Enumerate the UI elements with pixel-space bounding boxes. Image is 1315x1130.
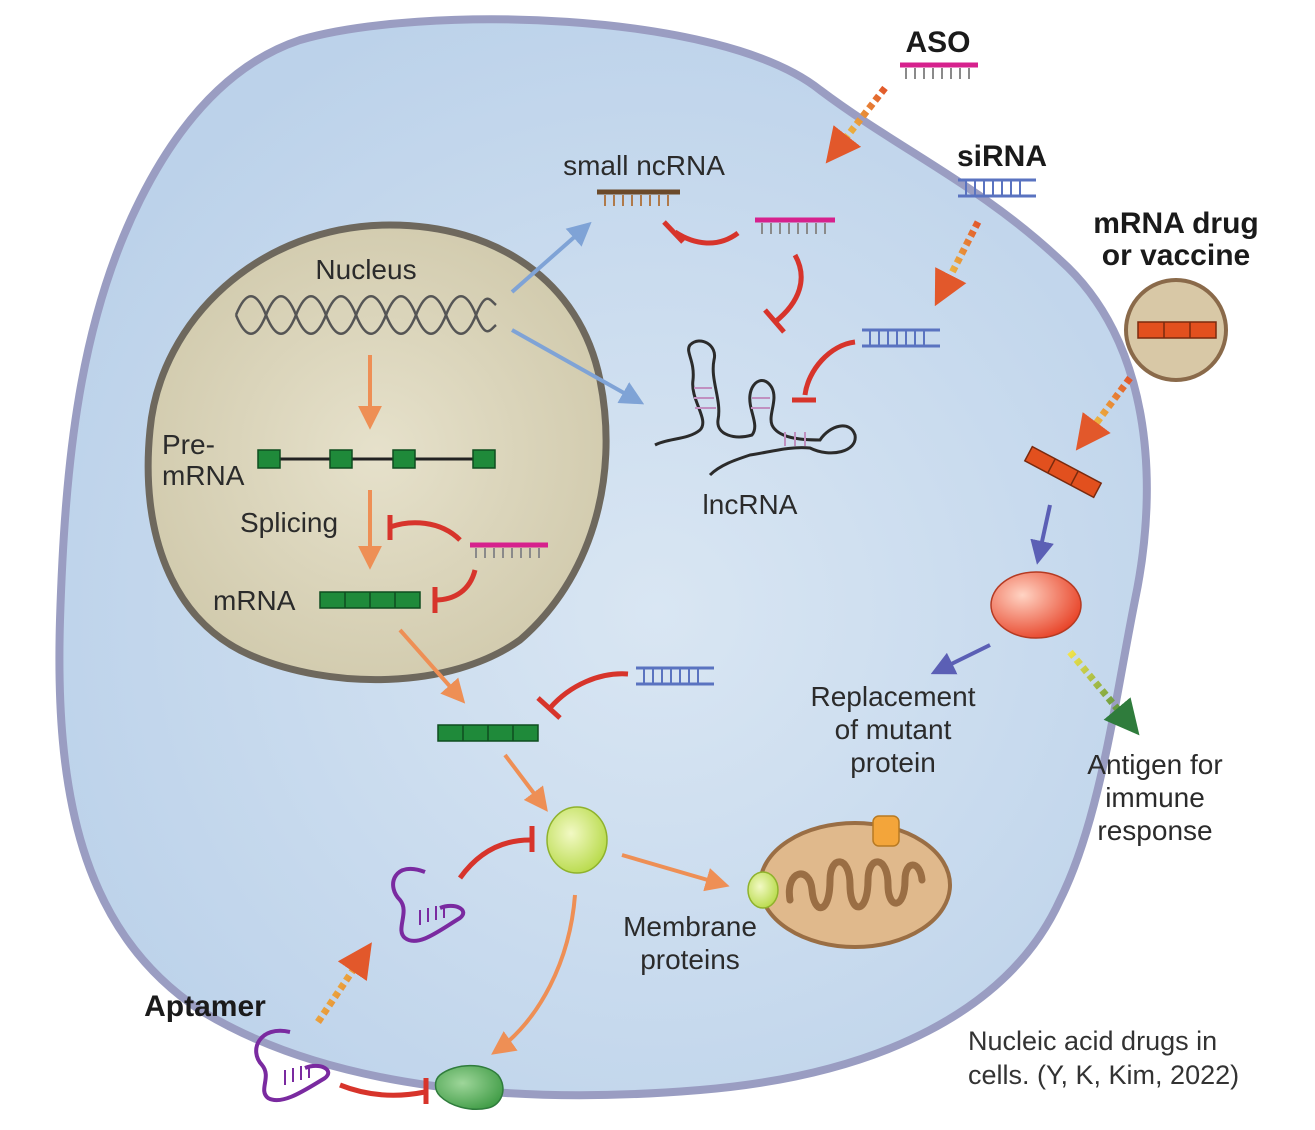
arrow-mrna-export — [398, 628, 466, 704]
antigen-label-line2: immune — [1105, 782, 1205, 813]
lncrna — [654, 339, 857, 477]
antigen-label-line3: response — [1097, 815, 1212, 846]
arrow-to-protein — [503, 753, 548, 812]
arrow-aso-entry — [825, 85, 888, 164]
sirna-label: siRNA — [957, 140, 1047, 173]
mitochondrion-cristae — [785, 858, 926, 912]
arrow-aptamer-entry — [315, 942, 372, 1024]
figure-caption: Nucleic acid drugs in cells. (Y, K, Kim,… — [968, 1024, 1239, 1092]
aptamer-external — [254, 1028, 331, 1103]
aptamer-label: Aptamer — [144, 990, 266, 1023]
nucleus — [144, 221, 610, 684]
arrow-to-antigen — [1067, 649, 1140, 736]
mrna-drug-strand — [1137, 321, 1217, 339]
small-ncrna-label: small ncRNA — [563, 150, 725, 181]
arrow-to-mitochondrion — [621, 853, 730, 892]
inhibit-small-ncrna — [662, 220, 740, 246]
membrane-protein-yellow — [747, 871, 779, 909]
arrow-mrna-drug-entry — [1075, 375, 1133, 451]
mrna-cytoplasm — [437, 724, 539, 742]
inhibit-lncrna-aso — [763, 253, 804, 334]
caption-line1: Nucleic acid drugs in — [968, 1026, 1218, 1056]
aptamer-cytoplasm — [391, 866, 466, 943]
aso-cytoplasm-1 — [755, 217, 835, 234]
nucleus-label: Nucleus — [315, 254, 416, 285]
mrna-drug-label-line1: mRNA drug — [1093, 207, 1259, 240]
arrow-to-small-ncrna — [510, 221, 592, 294]
mrna-label: mRNA — [213, 585, 296, 616]
pre-mrna-label-line2: mRNA — [162, 460, 245, 491]
caption-line2: cells. (Y, K, Kim, 2022) — [968, 1060, 1240, 1090]
ribosome — [990, 571, 1082, 639]
replacement-label-line3: protein — [850, 747, 936, 778]
aso-nucleus — [470, 542, 548, 558]
target-protein — [434, 1064, 504, 1110]
replacement-label-line1: Replacement — [811, 681, 976, 712]
membrane-label-line1: Membrane — [623, 911, 757, 942]
arrow-sirna-entry — [934, 220, 982, 307]
mrna-drug-label-line2: or vaccine — [1102, 239, 1250, 272]
aso-external — [900, 62, 978, 79]
replacement-label-line2: of mutant — [835, 714, 952, 745]
inhibit-splicing — [387, 515, 462, 542]
membrane-label-line2: proteins — [640, 944, 740, 975]
splicing-label: Splicing — [240, 507, 338, 538]
arrow-to-lncrna — [511, 328, 645, 405]
sirna-external — [958, 178, 1036, 198]
sirna-cytoplasm-2 — [636, 666, 714, 686]
protein — [546, 806, 608, 874]
pre-mrna-strand — [257, 449, 496, 469]
arrow-to-target — [491, 894, 577, 1055]
inhibit-target-aptamer — [339, 1078, 429, 1104]
inhibit-protein-aptamer — [457, 826, 535, 880]
inhibit-mrna-nucleus — [432, 569, 478, 613]
dna-helix — [234, 295, 497, 335]
aso-label: ASO — [905, 26, 970, 59]
lncrna-base-pairs — [694, 387, 806, 446]
inhibit-lncrna-sirna — [792, 339, 856, 403]
arrow-to-ribosome — [1030, 504, 1054, 565]
mrna-nucleus — [319, 591, 421, 609]
antigen-label-line1: Antigen for — [1087, 749, 1222, 780]
lncrna-label: lncRNA — [703, 489, 798, 520]
mrna-drug-cytoplasm — [1023, 445, 1103, 499]
small-ncrna — [597, 189, 680, 206]
pre-mrna-label-line1: Pre- — [162, 429, 215, 460]
arrow-to-replacement — [930, 643, 991, 675]
inhibit-mrna-cytoplasm — [536, 671, 629, 720]
membrane-protein-orange — [872, 815, 900, 847]
sirna-cytoplasm-1 — [862, 328, 940, 348]
